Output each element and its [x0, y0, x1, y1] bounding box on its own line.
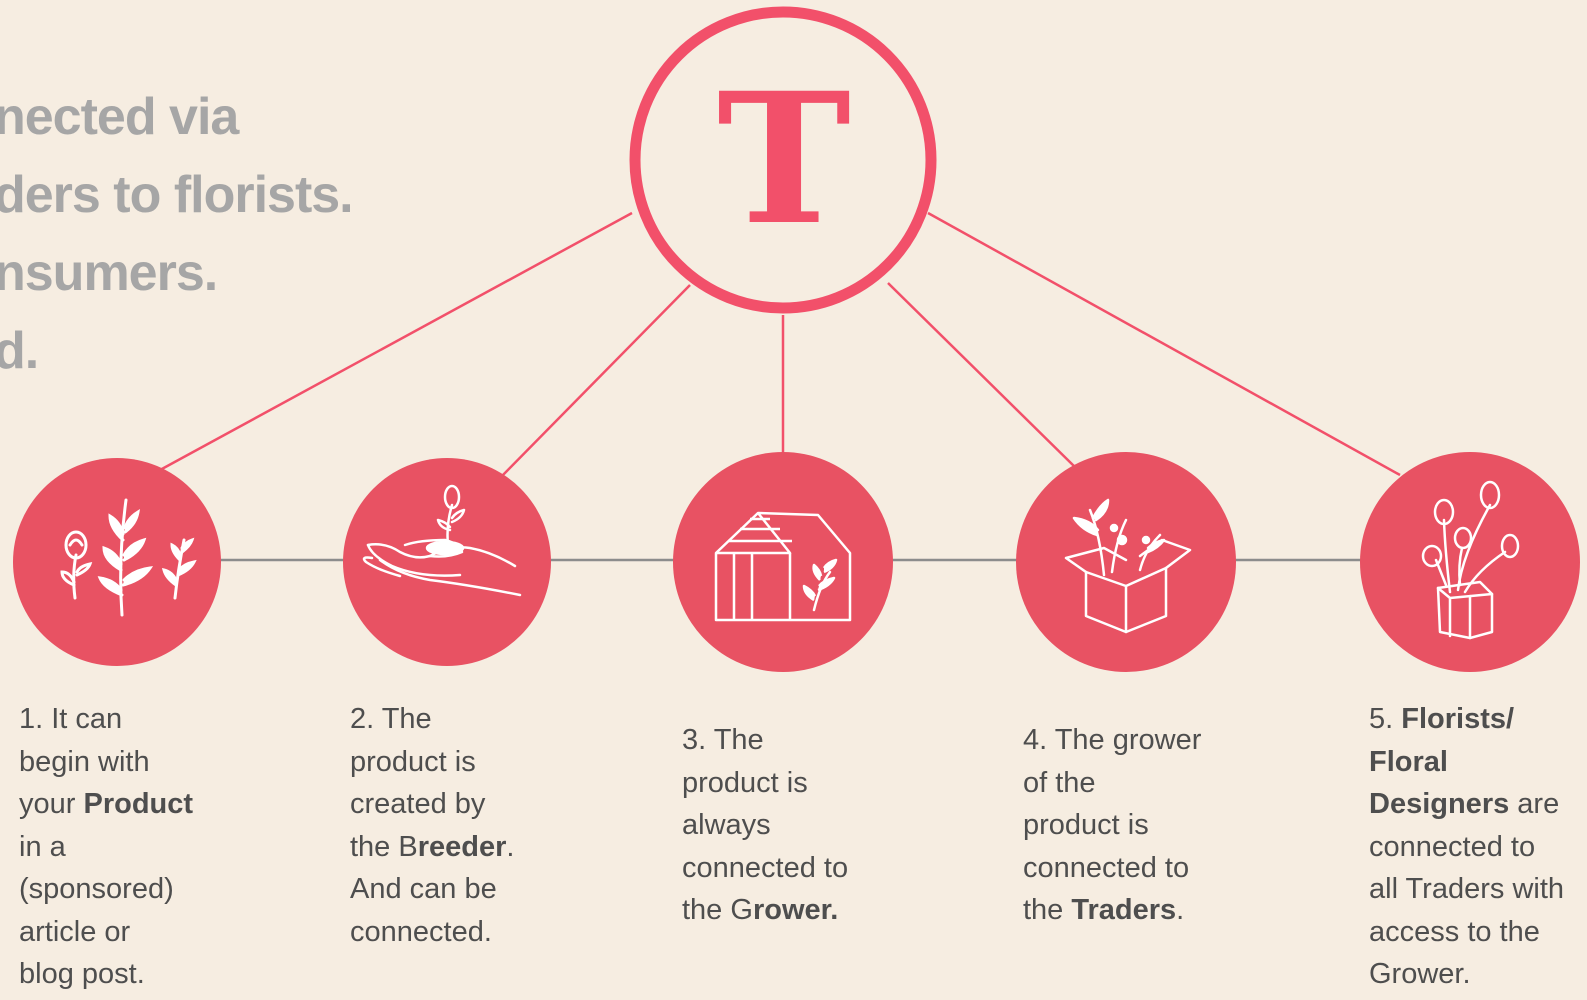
- step-4-line: 4. The grower: [1023, 719, 1201, 762]
- flower-box-icon: [1064, 498, 1192, 634]
- text-run: product is: [350, 745, 476, 778]
- text-run: always: [682, 809, 771, 841]
- headline-line-3: nsumers.: [0, 244, 218, 302]
- step-5-line: all Traders with: [1369, 868, 1564, 911]
- text-run: begin with: [19, 745, 150, 778]
- text-run: 3. The: [682, 724, 764, 756]
- text-run: product is: [1023, 809, 1149, 841]
- step-4-text: 4. The grower of the product is connected t…: [1023, 719, 1201, 932]
- bold-term: Traders: [1071, 894, 1177, 926]
- step-1-text: 1. It can begin with your Product in a (spon…: [19, 698, 193, 996]
- step-5-line: 5. Florists/: [1369, 698, 1564, 741]
- bold-term: Product: [83, 788, 194, 820]
- step-5-line: Grower.: [1369, 953, 1564, 996]
- step-2-line: connected.: [350, 911, 514, 954]
- step-5-line: Designers are: [1369, 783, 1564, 826]
- text-run: the: [1023, 894, 1072, 926]
- text-run: .: [1176, 894, 1185, 926]
- text-run: the G: [682, 894, 753, 926]
- text-run: access to the: [1369, 915, 1540, 948]
- text-run: the B: [350, 830, 418, 863]
- step-1-line: begin with: [19, 741, 193, 784]
- step-3-line: the Grower.: [682, 889, 848, 932]
- step-4-line: the Traders.: [1023, 889, 1201, 932]
- text-run: article or: [19, 915, 131, 948]
- text-run: 1. It can: [19, 703, 123, 735]
- node-circle-2: [343, 458, 551, 666]
- step-2-line: And can be: [350, 868, 514, 911]
- step-2-line: created by: [350, 783, 514, 826]
- step-1-line: in a: [19, 826, 193, 869]
- step-3-text: 3. The product is always connected to the Gr…: [682, 719, 848, 932]
- connector-4: [887, 282, 1079, 471]
- text-run: 5.: [1369, 703, 1402, 735]
- step-1-line: your Product: [19, 783, 193, 826]
- text-run: 2. The: [350, 703, 432, 735]
- hand-seedling-icon: [362, 484, 522, 597]
- bold-term: Florists/: [1401, 703, 1515, 735]
- step-5-line: access to the: [1369, 911, 1564, 954]
- step-2-line: the Breeder.: [350, 826, 514, 869]
- step-2-line: product is: [350, 741, 514, 784]
- step-2-line: 2. The: [350, 698, 514, 741]
- headline-line-2: ders to florists.: [0, 166, 354, 224]
- text-run: product is: [682, 766, 808, 799]
- logo-letter: T: [717, 54, 851, 265]
- step-2-text: 2. The product is created by the Breeder. An…: [350, 698, 514, 953]
- step-5-line: connected to: [1369, 826, 1564, 869]
- step-3-line: always: [682, 804, 848, 847]
- text-run: connected to: [682, 851, 849, 884]
- step-1-line: blog post.: [19, 953, 193, 996]
- t-hub-circle: [629, 6, 937, 314]
- step-3-line: connected to: [682, 847, 848, 890]
- node-circle-4: [1016, 452, 1236, 672]
- text-run: And can be: [350, 873, 497, 905]
- bold-term: Designers: [1369, 788, 1510, 820]
- text-run: (sponsored): [19, 873, 174, 905]
- bold-term: Floral: [1369, 745, 1448, 778]
- text-run: created by: [350, 788, 486, 820]
- step-3-line: product is: [682, 762, 848, 805]
- node-circle-3: [673, 452, 893, 672]
- text-run: 4. The grower: [1023, 724, 1202, 756]
- step-4-line: of the: [1023, 762, 1201, 805]
- headline: nected via ders to florists. nsumers. d.: [0, 78, 354, 390]
- step-1-line: (sponsored): [19, 868, 193, 911]
- headline-line-4: d.: [0, 322, 39, 380]
- text-run: Grower.: [1369, 958, 1471, 990]
- text-run: .: [506, 830, 515, 863]
- bold-term: rower.: [752, 894, 839, 926]
- step-1-line: 1. It can: [19, 698, 193, 741]
- connector-5: [927, 211, 1401, 477]
- greenhouse-icon: [714, 511, 852, 622]
- text-run: blog post.: [19, 958, 145, 990]
- text-run: connected to: [1369, 830, 1536, 863]
- step-5-line: Floral: [1369, 741, 1564, 784]
- vase-tulips-icon: [1421, 480, 1520, 640]
- step-4-line: connected to: [1023, 847, 1201, 890]
- text-run: are: [1509, 788, 1560, 820]
- node-circle-5: [1360, 452, 1580, 672]
- red-connectors: [159, 211, 1401, 479]
- plants-icon: [60, 498, 197, 617]
- text-run: connected.: [350, 915, 492, 948]
- step-4-line: product is: [1023, 804, 1201, 847]
- text-run: connected to: [1023, 851, 1190, 884]
- text-run: your: [19, 788, 84, 820]
- text-run: all Traders with: [1369, 873, 1565, 905]
- text-run: of the: [1023, 766, 1096, 799]
- connector-1: [159, 211, 633, 472]
- step-3-line: 3. The: [682, 719, 848, 762]
- headline-line-1: nected via: [0, 88, 239, 146]
- step-1-line: article or: [19, 911, 193, 954]
- bold-term: reeder: [417, 830, 507, 863]
- text-run: in a: [19, 830, 66, 863]
- connector-2: [499, 284, 691, 479]
